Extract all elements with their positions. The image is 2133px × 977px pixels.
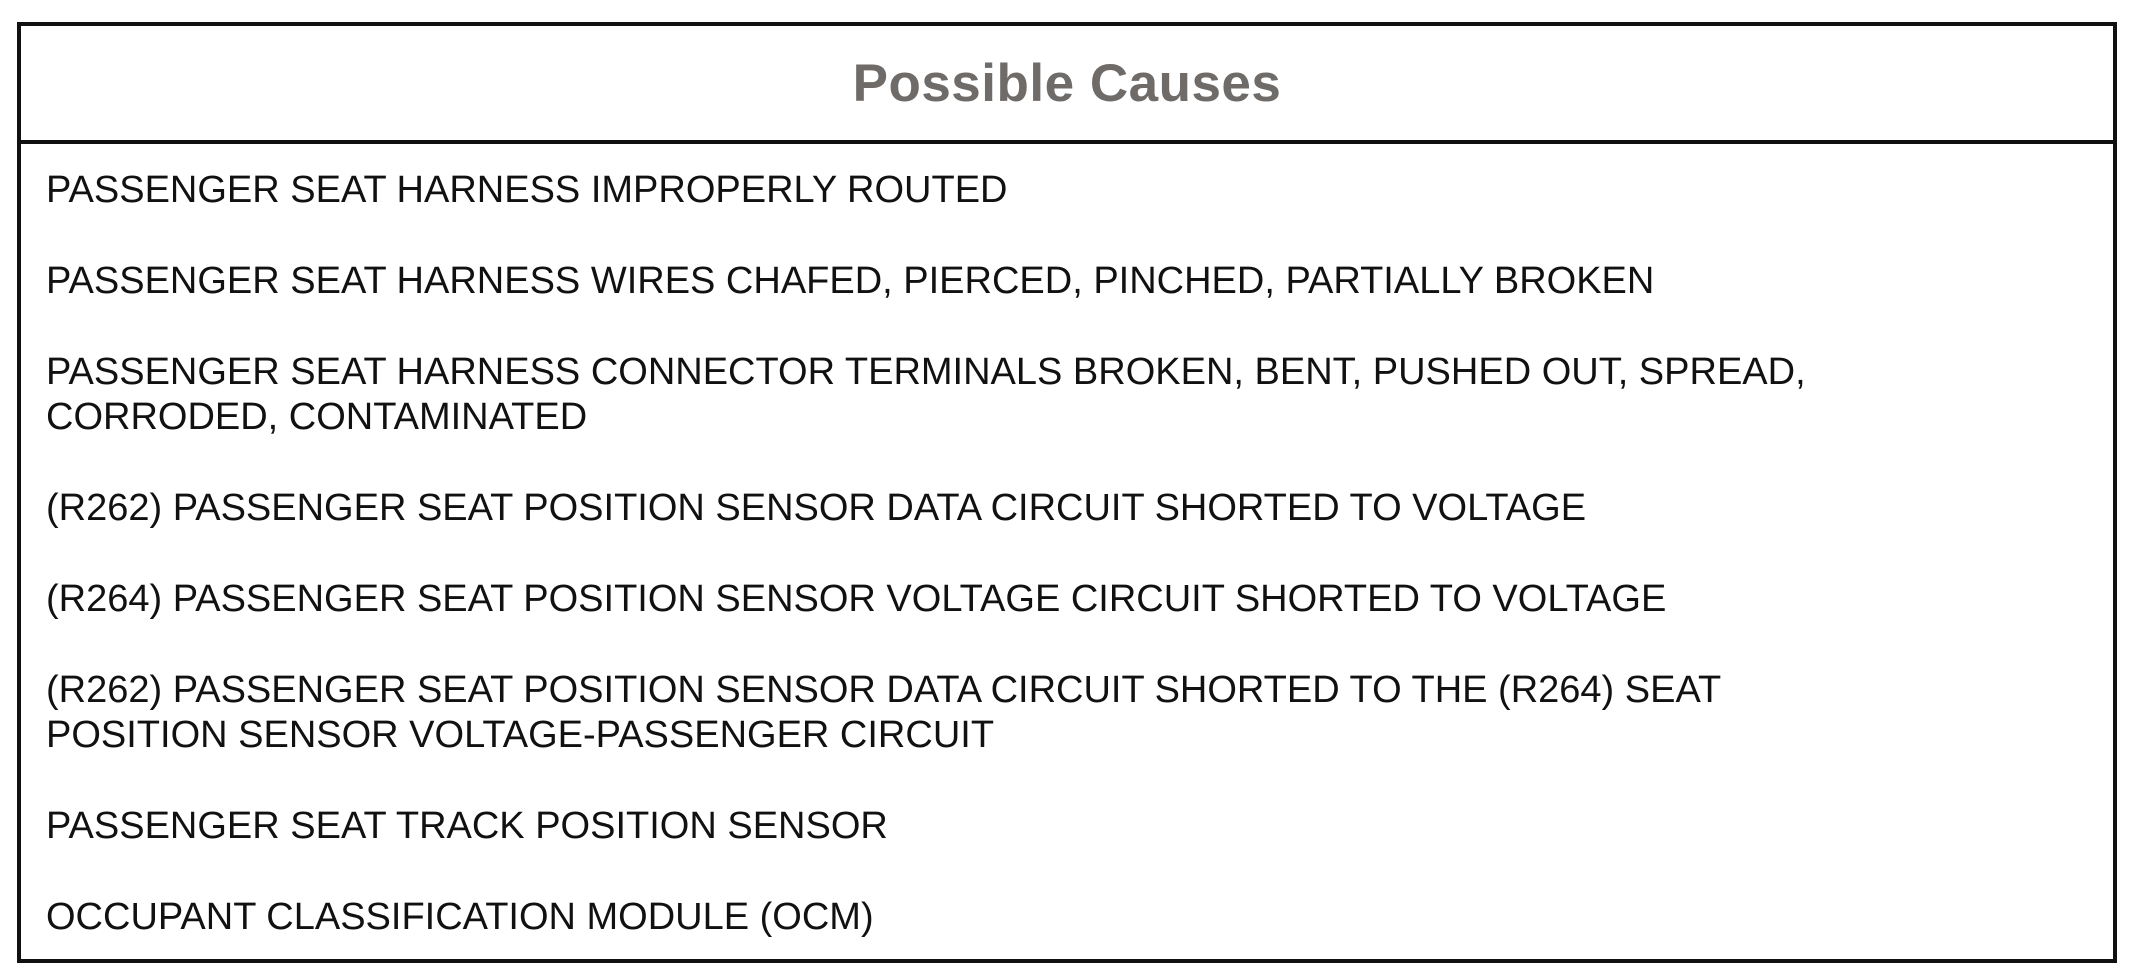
cause-item: PASSENGER SEAT HARNESS WIRES CHAFED, PIE… bbox=[46, 259, 2093, 304]
cause-item: PASSENGER SEAT HARNESS CONNECTOR TERMINA… bbox=[46, 350, 2093, 440]
cause-text-line: POSITION SENSOR VOLTAGE-PASSENGER CIRCUI… bbox=[46, 714, 995, 756]
cause-item: PASSENGER SEAT TRACK POSITION SENSOR bbox=[46, 804, 2093, 849]
cause-text-line: PASSENGER SEAT HARNESS WIRES CHAFED, PIE… bbox=[46, 260, 1655, 302]
cause-text-line: (R262) PASSENGER SEAT POSITION SENSOR DA… bbox=[46, 669, 1722, 711]
table-title: Possible Causes bbox=[852, 53, 1282, 113]
cause-text-line: PASSENGER SEAT HARNESS IMPROPERLY ROUTED bbox=[46, 169, 1008, 211]
cause-item: (R262) PASSENGER SEAT POSITION SENSOR DA… bbox=[46, 486, 2093, 531]
cause-item: OCCUPANT CLASSIFICATION MODULE (OCM) bbox=[46, 895, 2093, 940]
cause-item: (R262) PASSENGER SEAT POSITION SENSOR DA… bbox=[46, 668, 2093, 758]
cause-text-line: PASSENGER SEAT HARNESS CONNECTOR TERMINA… bbox=[46, 351, 1806, 393]
possible-causes-table: Possible Causes PASSENGER SEAT HARNESS I… bbox=[17, 22, 2117, 963]
cause-text-line: OCCUPANT CLASSIFICATION MODULE (OCM) bbox=[46, 896, 874, 938]
cause-text-line: (R262) PASSENGER SEAT POSITION SENSOR DA… bbox=[46, 487, 1587, 529]
cause-item: (R264) PASSENGER SEAT POSITION SENSOR VO… bbox=[46, 577, 2093, 622]
cause-item: PASSENGER SEAT HARNESS IMPROPERLY ROUTED bbox=[46, 168, 2093, 213]
table-header: Possible Causes bbox=[21, 26, 2113, 144]
cause-text-line: (R264) PASSENGER SEAT POSITION SENSOR VO… bbox=[46, 578, 1667, 620]
cause-text-line: PASSENGER SEAT TRACK POSITION SENSOR bbox=[46, 805, 888, 847]
cause-text-line: CORRODED, CONTAMINATED bbox=[46, 396, 588, 438]
